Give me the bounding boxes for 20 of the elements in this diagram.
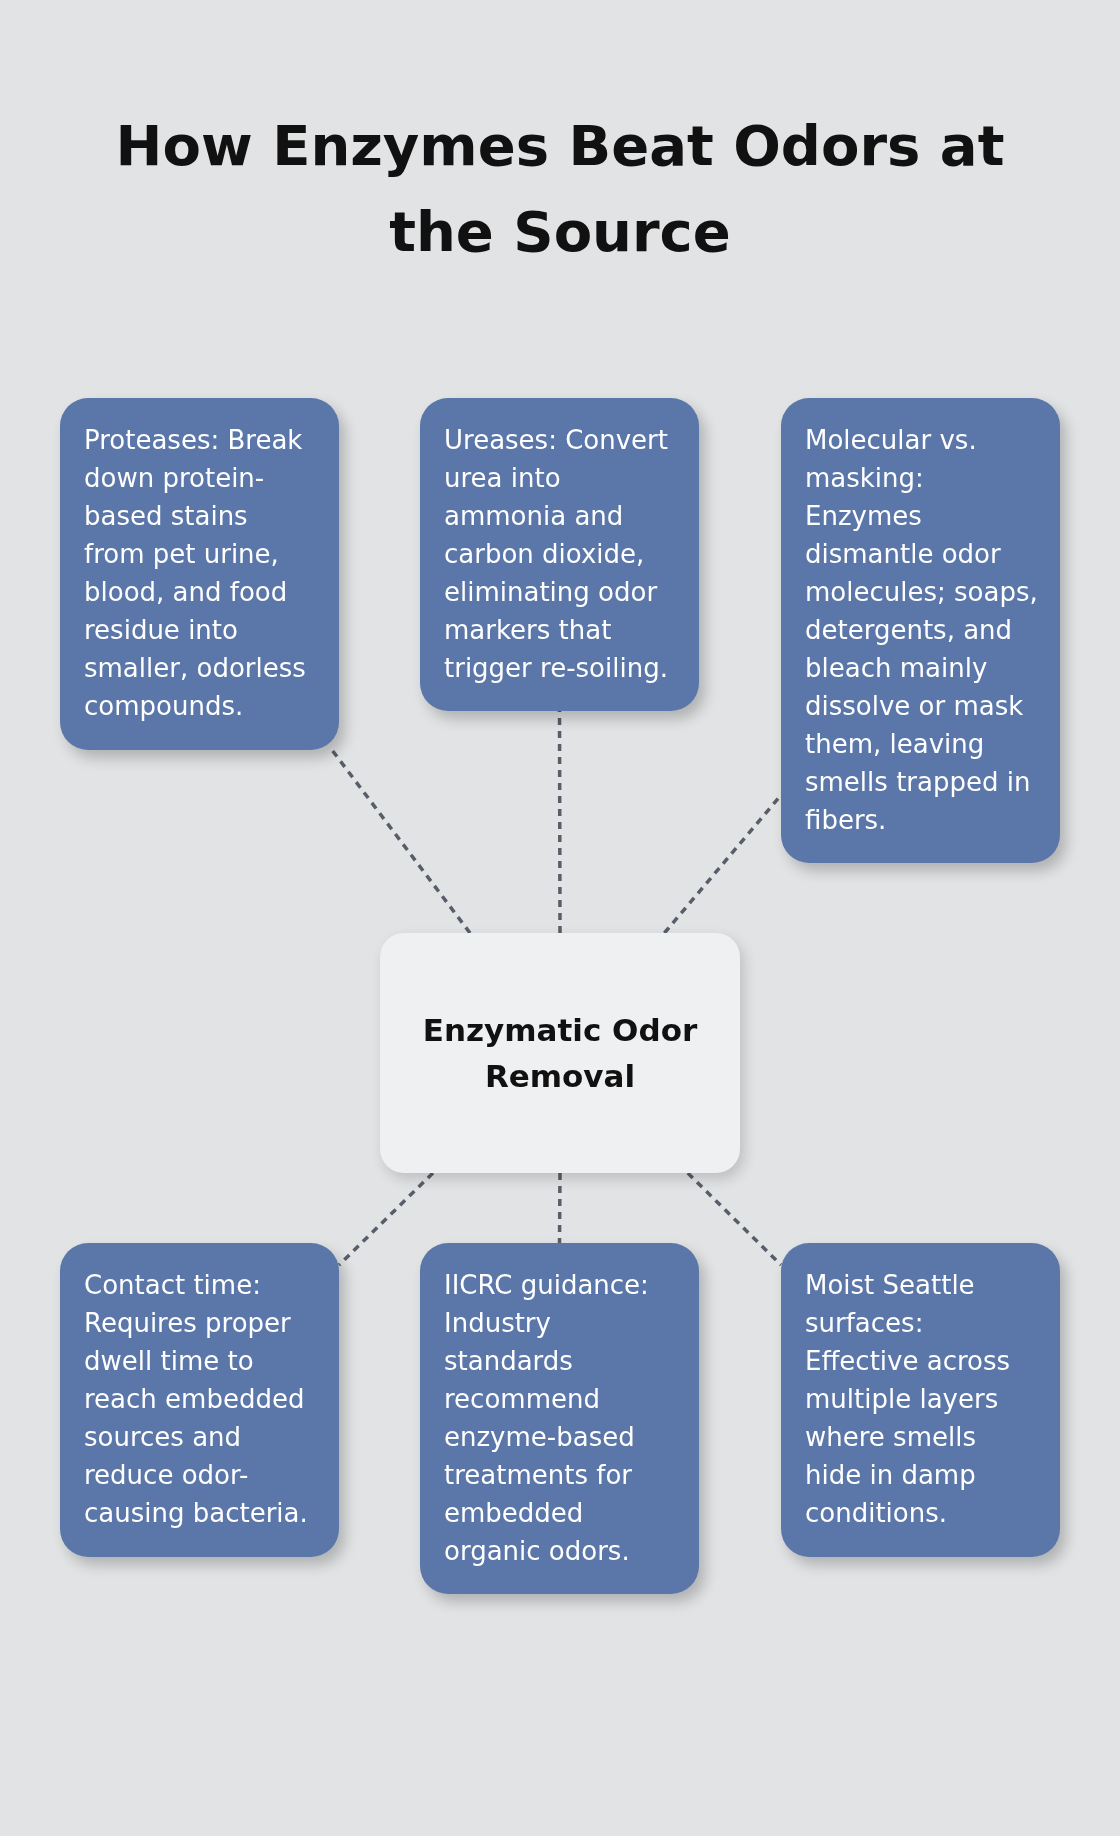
dashed-connector <box>557 711 562 933</box>
topic-card <box>420 398 699 711</box>
dashed-connector <box>686 1171 783 1267</box>
card-text: Contact time: Requires proper dwell time to reach embedded sources and reduce odor-causing bacteria. <box>84 1269 309 1530</box>
dashed-connector <box>337 1171 435 1267</box>
dashed-connector <box>557 1173 562 1243</box>
card-text: Ureases: Convert urea into ammonia and carbon dioxide, eliminating odor markers that trigger re-soiling. <box>444 424 669 685</box>
topic-card <box>60 398 339 750</box>
card-text: IICRC guidance: Industry standards recommend enzyme-based treatments for embedded organic odors. <box>444 1269 650 1568</box>
topic-card <box>781 1243 1060 1557</box>
diagram-title: How Enzymes Beat Odors at the Source <box>114 112 1006 266</box>
central-card <box>380 933 740 1173</box>
card-text: Molecular vs. masking: Enzymes dismantle odor molecules; soaps, detergents, and bleach mainly dissolve or mask them, leaving smells trapped in fibers. <box>805 424 1039 837</box>
card-text: Moist Seattle surfaces: Effective across multiple layers where smells hide in damp conditions. <box>805 1269 1012 1530</box>
topic-card <box>420 1243 699 1594</box>
topic-card <box>60 1243 339 1557</box>
dashed-connector <box>330 748 472 935</box>
central-heading: Enzymatic Odor Removal <box>421 1011 699 1096</box>
card-text: Proteases: Break down protein-based stains from pet urine, blood, and food residue into smaller, odorless compounds. <box>84 424 307 723</box>
topic-card <box>781 398 1060 863</box>
